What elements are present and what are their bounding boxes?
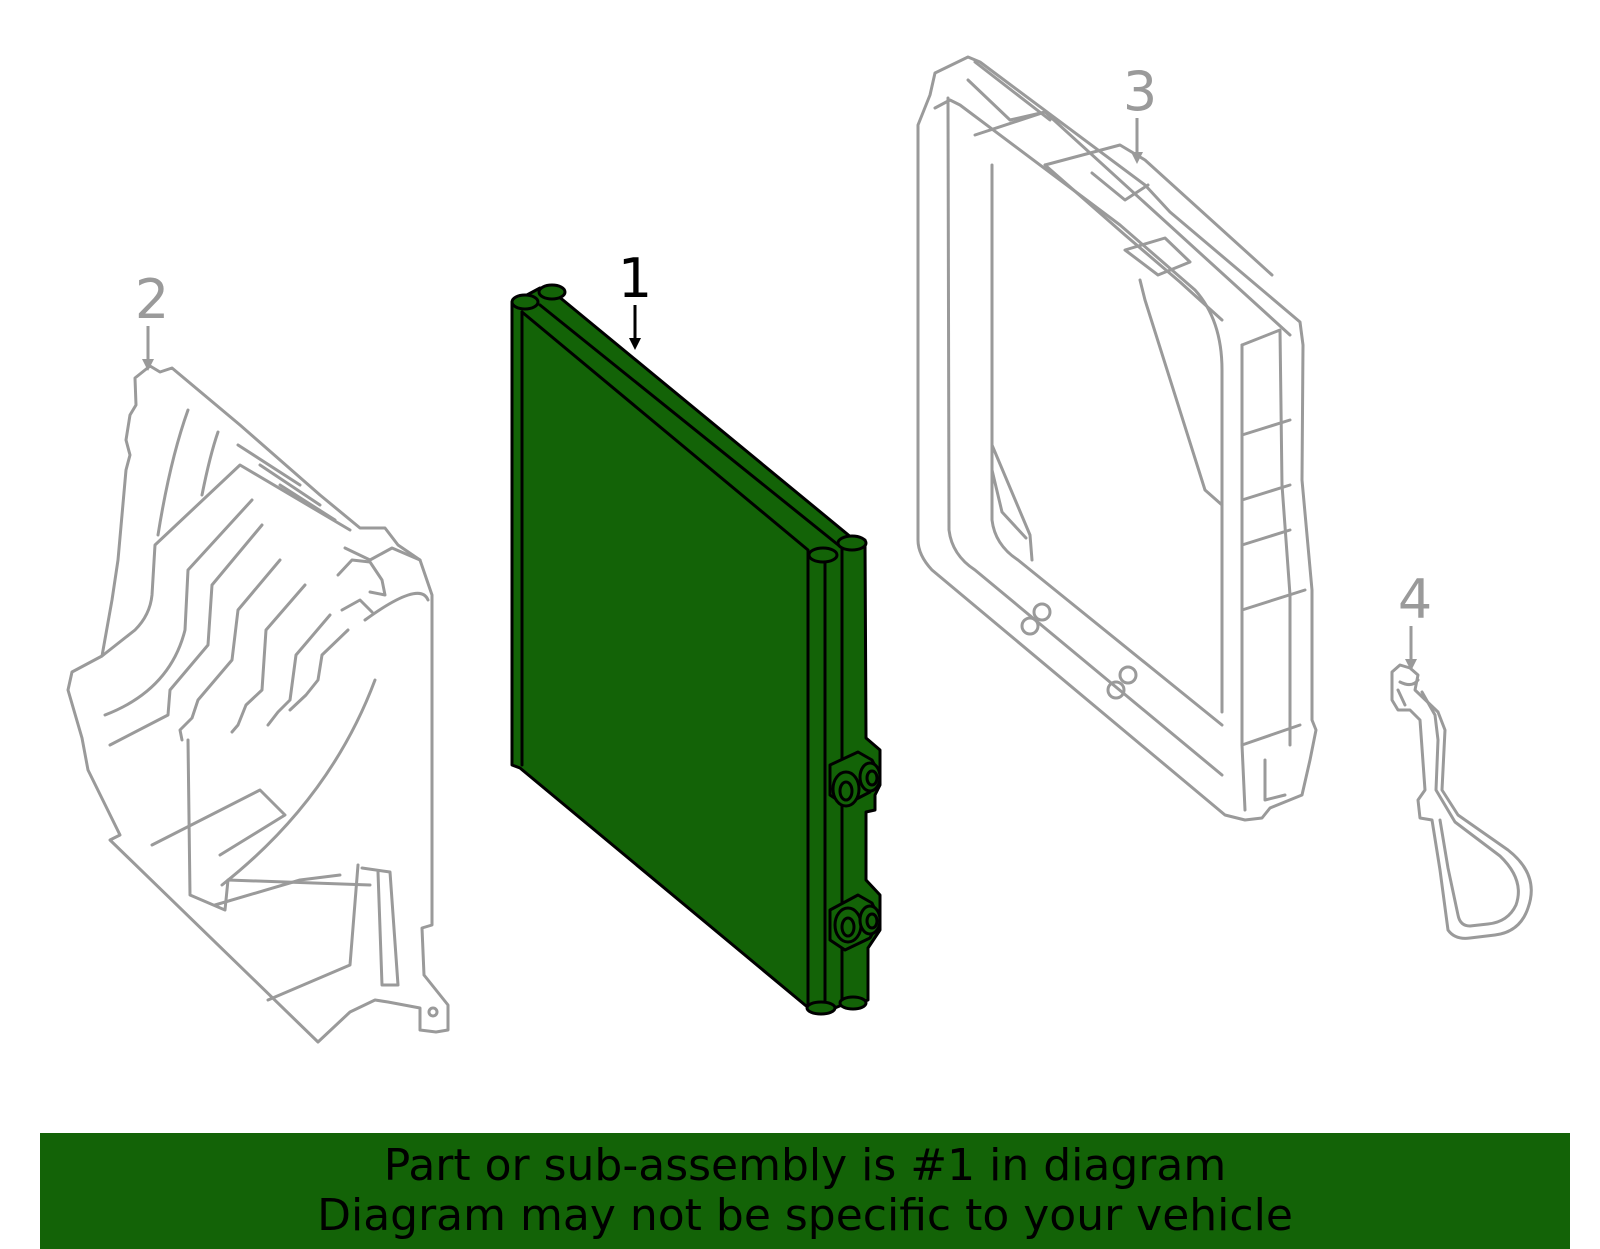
banner-line-part-note: Part or sub-assembly is #1 in diagram bbox=[383, 1140, 1227, 1191]
part-4-hose bbox=[1390, 663, 1533, 940]
part-3-shroud-frame bbox=[916, 55, 1318, 822]
radiator-port-upper bbox=[828, 750, 882, 808]
callout-label-3: 3 bbox=[1123, 60, 1157, 123]
callout-label-1: 1 bbox=[618, 247, 652, 310]
part-2-air-duct bbox=[66, 364, 450, 1044]
callout-2: 2 bbox=[135, 268, 169, 371]
radiator-port-lower bbox=[828, 893, 882, 952]
callout-4: 4 bbox=[1398, 568, 1432, 671]
radiator-tank-cap-top-right bbox=[537, 283, 567, 301]
info-banner: Part or sub-assembly is #1 in diagram Di… bbox=[40, 1133, 1570, 1249]
banner-line-disclaimer: Diagram may not be specific to your vehi… bbox=[317, 1190, 1293, 1241]
radiator-tank-cap-top-left bbox=[510, 293, 540, 311]
callout-label-2: 2 bbox=[135, 268, 169, 331]
part-1-radiator bbox=[510, 283, 882, 1016]
callout-label-4: 4 bbox=[1398, 568, 1432, 631]
callout-3: 3 bbox=[1123, 60, 1157, 164]
callout-1: 1 bbox=[618, 247, 652, 350]
parts-diagram: 1 2 3 4 bbox=[66, 55, 1533, 1044]
